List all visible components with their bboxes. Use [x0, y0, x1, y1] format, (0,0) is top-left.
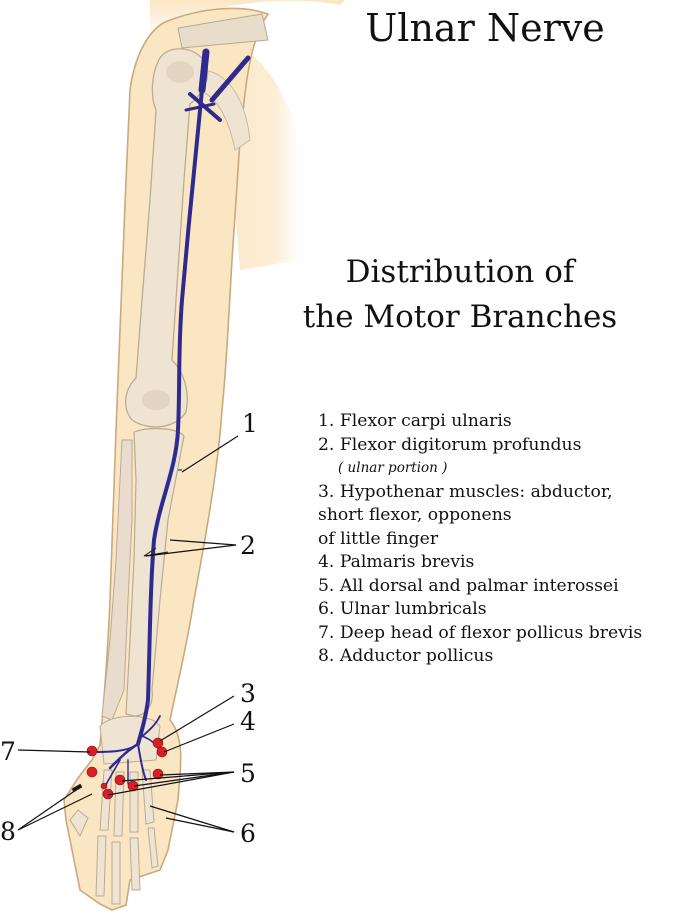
leader-2b [145, 544, 237, 557]
callout-4: 4 [240, 707, 256, 736]
callout-6: 6 [240, 819, 256, 848]
subtitle-line-2: the Motor Branches [302, 299, 618, 335]
leader-5c [121, 771, 235, 782]
leader-6b [165, 817, 235, 833]
shoulder-region [150, 0, 345, 40]
phalanx-bones [69, 809, 159, 905]
legend-item-7: 7. Deep head of flexor pollicus brevis [318, 622, 643, 643]
branch-point-f [100, 782, 108, 790]
legend-item-8: 8. Adductor pollicus [318, 646, 494, 666]
legend-item-2-sub: ( ulnar portion ) [338, 460, 448, 476]
leader-8b [17, 793, 93, 831]
callout-8: 8 [0, 817, 16, 846]
leader-5d [107, 771, 235, 796]
branch-point-4 [156, 746, 168, 758]
branch-point-7 [86, 745, 98, 757]
branch-point-b [114, 774, 126, 786]
legend-item-3: 3. Hypothenar muscles: abductor, [318, 481, 613, 502]
leader-2a [169, 539, 237, 546]
branch-point-a [86, 766, 98, 778]
legend-item-2: 2. Flexor digitorum profundus [318, 434, 582, 455]
humeral-head-shade [166, 61, 194, 83]
clavicle [177, 13, 269, 49]
ulnar-nerve [91, 48, 251, 789]
legend-item-6: 6. Ulnar lumbricals [318, 599, 487, 619]
callout-3: 3 [240, 679, 256, 708]
callout-2: 2 [240, 531, 256, 560]
radius-bone [101, 439, 133, 721]
branch-legend: 1. Flexor carpi ulnaris 2. Flexor digito… [318, 410, 685, 669]
leader-6a [149, 805, 235, 833]
leader-5b [133, 771, 235, 787]
ulna-bone [125, 427, 185, 717]
legend-item-3-cont-2: of little finger [318, 528, 439, 549]
elbow-shade [142, 390, 170, 410]
legend-item-5: 5. All dorsal and palmar interossei [318, 575, 619, 596]
callout-1: 1 [242, 409, 258, 438]
muscle-branches [143, 469, 182, 557]
legend-item-1: 1. Flexor carpi ulnaris [318, 411, 512, 431]
torso-fade [230, 40, 300, 270]
leader-4 [163, 723, 235, 753]
legend-item-4: 4. Palmaris brevis [318, 552, 475, 572]
leader-8a [17, 789, 77, 831]
subtitle: Distribution of the Motor Branches [280, 250, 640, 340]
leader-7 [17, 749, 91, 753]
leader-3 [159, 695, 235, 742]
branch-point-d [152, 768, 164, 780]
legend-item-3-cont: short flexor, opponens [318, 505, 512, 525]
scapula [197, 69, 251, 151]
subtitle-line-1: Distribution of [345, 254, 575, 290]
leader-1 [181, 435, 239, 473]
nail-mark [71, 783, 83, 793]
page-title: Ulnar Nerve [365, 6, 605, 50]
leader-lines [17, 435, 239, 833]
callout-7: 7 [0, 737, 16, 766]
callout-5: 5 [240, 759, 256, 788]
